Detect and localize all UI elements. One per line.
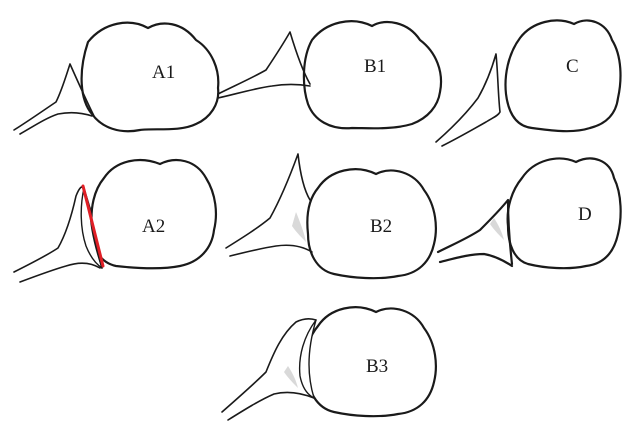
panel-d: D [436, 157, 622, 270]
panel-a1-label: A1 [152, 62, 175, 83]
panel-a2-joint-gap [80, 187, 103, 269]
panel-a1-neck-outline [13, 63, 95, 135]
panel-a2-label: A2 [142, 216, 165, 237]
panel-d-neck-outline [436, 198, 514, 268]
panel-b1-neck-outline [217, 31, 311, 99]
panel-b3-shading [284, 366, 298, 388]
panel-c-head-outline [504, 19, 622, 133]
panel-b2-neck-outline [225, 153, 313, 257]
panel-c-neck-outline [435, 53, 501, 147]
panel-b2-head-outline [306, 168, 437, 280]
panel-a2: A2 [13, 158, 217, 283]
panel-c: C [435, 19, 622, 147]
panel-b2-label: B2 [370, 216, 392, 237]
panel-b1-label: B1 [364, 56, 386, 77]
panel-a2-neck-outline [13, 186, 101, 283]
panel-b2-shading [292, 212, 306, 242]
panel-b3-label: B3 [366, 356, 388, 377]
panel-a2-head-outline [90, 158, 217, 270]
panel-b3: B3 [221, 306, 437, 421]
panel-a1: A1 [13, 21, 220, 135]
panel-b3-neck-outline [221, 317, 317, 421]
panel-d-head-outline [506, 157, 622, 270]
panel-c-label: C [566, 56, 579, 77]
panel-a1-head-outline [80, 21, 220, 133]
panel-b1-head-outline [302, 20, 443, 130]
panel-b3-joint-gap [298, 319, 317, 399]
panel-b1: B1 [217, 20, 443, 130]
panel-d-shading [490, 218, 504, 240]
panel-d-label: D [578, 204, 592, 225]
panel-a2-red-line [81, 184, 105, 268]
panel-b2: B2 [225, 153, 437, 280]
